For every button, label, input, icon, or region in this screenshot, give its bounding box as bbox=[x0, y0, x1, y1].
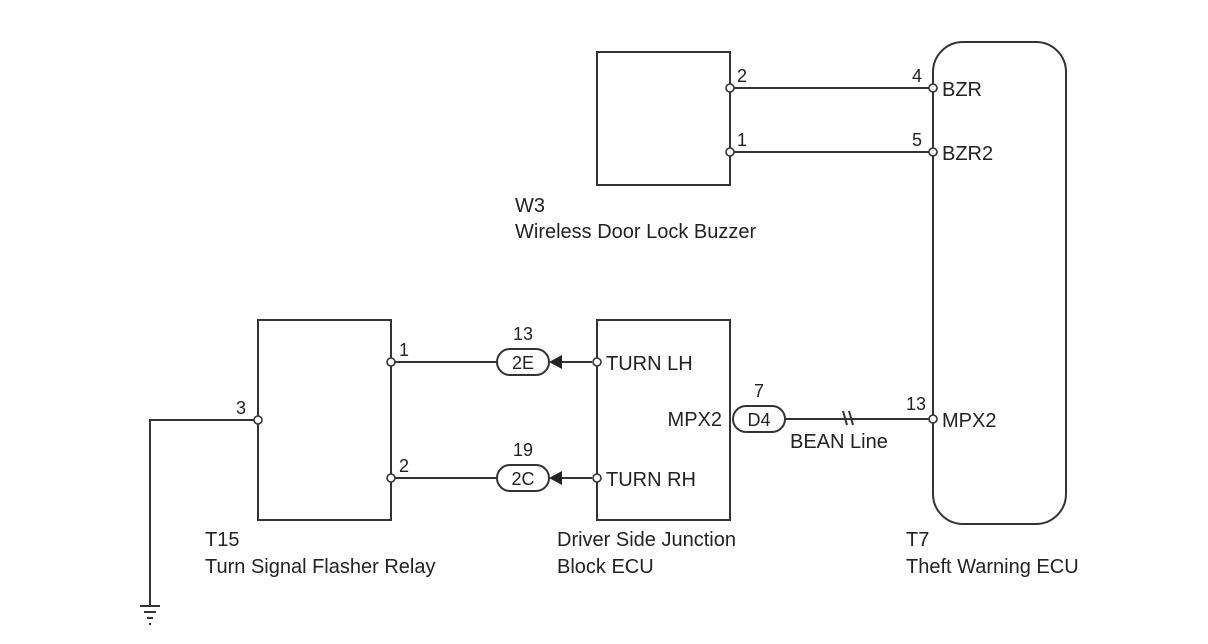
connector-2e-arrow-icon bbox=[549, 355, 562, 369]
jb-name-line1: Driver Side Junction bbox=[557, 529, 736, 551]
connector-d4-pin: 7 bbox=[754, 381, 764, 401]
connector-d4: D4 7 bbox=[732, 381, 786, 433]
jb-turn-lh-label: TURN LH bbox=[606, 353, 693, 375]
connector-2c-label: 2C bbox=[511, 469, 534, 489]
relay-pin-2-number: 2 bbox=[399, 456, 409, 476]
buzzer-pin-2-number: 2 bbox=[737, 66, 747, 86]
ecu-mpx2-terminal bbox=[928, 414, 938, 424]
ecu-mpx2-label: MPX2 bbox=[942, 410, 996, 432]
ecu-mpx2-pin-number: 13 bbox=[906, 394, 926, 414]
flasher-relay-box bbox=[257, 319, 392, 521]
connector-2c-pin: 19 bbox=[513, 440, 533, 460]
ecu-code: T7 bbox=[906, 529, 929, 551]
jb-turn-lh-terminal bbox=[592, 357, 602, 367]
jb-name-line2: Block ECU bbox=[557, 556, 654, 578]
ground-symbol bbox=[140, 419, 258, 625]
relay-pin-1-number: 1 bbox=[399, 340, 409, 360]
bean-line-break-mark-icon bbox=[842, 410, 848, 426]
buzzer-pin-2-terminal bbox=[725, 83, 735, 93]
connector-d4-label: D4 bbox=[747, 410, 770, 430]
connector-2c: 2C 19 bbox=[496, 440, 592, 492]
jb-turn-rh-terminal bbox=[592, 473, 602, 483]
junction-block-box bbox=[596, 319, 731, 521]
connector-2e-pin: 13 bbox=[513, 324, 533, 344]
relay-code: T15 bbox=[205, 529, 239, 551]
jb-turn-rh-label: TURN RH bbox=[606, 469, 696, 491]
ecu-bzr-label: BZR bbox=[942, 79, 982, 101]
buzzer-code: W3 bbox=[515, 195, 545, 217]
buzzer-pin-1-number: 1 bbox=[737, 130, 747, 150]
bean-line-label: BEAN Line bbox=[790, 431, 888, 453]
ecu-bzr-pin-number: 4 bbox=[912, 66, 922, 86]
buzzer-box bbox=[596, 51, 731, 186]
theft-ecu-box bbox=[932, 41, 1067, 525]
connector-2e: 2E 13 bbox=[496, 324, 592, 376]
ecu-bzr2-pin-number: 5 bbox=[912, 130, 922, 150]
jb-mpx2-label: MPX2 bbox=[668, 409, 722, 431]
ground-wire bbox=[149, 419, 258, 605]
buzzer-name: Wireless Door Lock Buzzer bbox=[515, 221, 757, 243]
connector-2e-label: 2E bbox=[512, 353, 534, 373]
ecu-bzr-terminal bbox=[928, 83, 938, 93]
relay-pin-3-terminal bbox=[253, 415, 263, 425]
relay-name: Turn Signal Flasher Relay bbox=[205, 556, 435, 578]
relay-pin-2-terminal bbox=[386, 473, 396, 483]
buzzer-pin-1-terminal bbox=[725, 147, 735, 157]
ecu-name: Theft Warning ECU bbox=[906, 556, 1079, 578]
connector-2c-arrow-icon bbox=[549, 471, 562, 485]
ecu-bzr2-terminal bbox=[928, 147, 938, 157]
relay-pin-1-terminal bbox=[386, 357, 396, 367]
ecu-bzr2-label: BZR2 bbox=[942, 143, 993, 165]
relay-pin-3-number: 3 bbox=[236, 398, 246, 418]
